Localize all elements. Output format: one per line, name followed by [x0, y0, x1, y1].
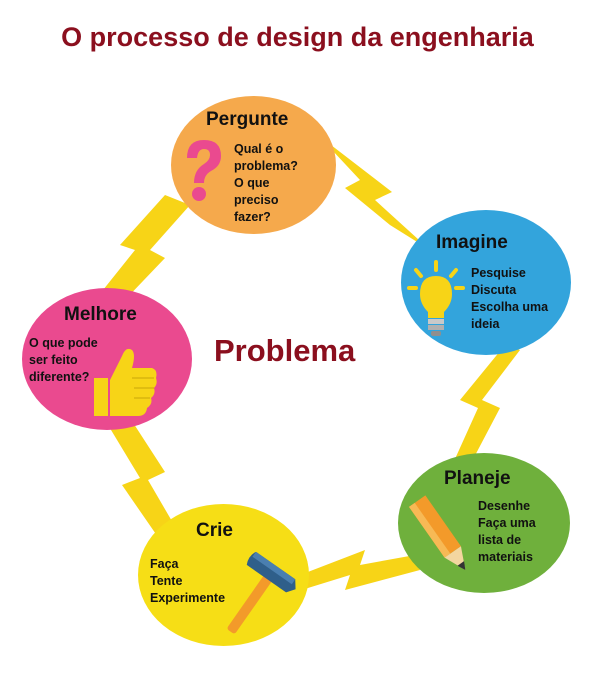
step-imagine-line: ideia [471, 317, 500, 331]
step-improve-line: ser feito [29, 353, 78, 367]
step-ask-line: O que [234, 176, 270, 190]
step-ask-heading: Pergunte [206, 109, 289, 130]
step-create-heading: Crie [196, 520, 233, 541]
step-plan-heading: Planeje [444, 468, 511, 489]
step-ask-line: fazer? [234, 210, 271, 224]
diagram-title: O processo de design da engenharia [61, 22, 534, 52]
step-ask-text: Qual é o problema? O que preciso fazer? [234, 141, 298, 226]
step-improve-line: O que pode [29, 336, 98, 350]
step-ask-line: problema? [234, 159, 298, 173]
bolt-plan-create [295, 550, 420, 592]
step-plan-line: Faça uma [478, 516, 536, 530]
step-ask: Pergunte Qual é o problema? O que precis… [171, 96, 336, 234]
step-ask-line: Qual é o [234, 142, 284, 156]
step-imagine: Imagine Pesquise Discuta Escolha uma ide… [401, 210, 571, 355]
step-imagine-heading: Imagine [436, 232, 508, 253]
step-plan-line: Desenhe [478, 499, 531, 513]
question-mark-icon [187, 140, 221, 201]
step-ask-line: preciso [234, 193, 279, 207]
step-plan: Planeje Desenhe Faça uma lista de materi… [398, 453, 570, 593]
step-improve: Melhore O que pode ser feito diferente? [22, 288, 192, 430]
pencil-icon [408, 495, 466, 570]
step-improve-text: O que pode ser feito diferente? [29, 335, 98, 386]
bolt-create-improve [105, 418, 180, 540]
bolt-ask-imagine [318, 135, 430, 250]
hammer-icon [227, 552, 296, 634]
step-create-text: Faça Tente Experimente [150, 556, 225, 607]
thumbs-up-icon [94, 348, 157, 416]
center-label: Problema [214, 333, 356, 368]
step-imagine-line: Pesquise [471, 266, 526, 280]
step-improve-heading: Melhore [64, 304, 137, 325]
step-improve-line: diferente? [29, 370, 90, 384]
step-imagine-line: Escolha uma [471, 300, 549, 314]
step-create-line: Faça [150, 557, 179, 571]
step-plan-line: lista de [478, 533, 522, 547]
step-create: Crie Faça Tente Experimente [138, 504, 309, 646]
step-create-line: Tente [150, 574, 183, 588]
step-plan-line: materiais [478, 550, 533, 564]
step-imagine-text: Pesquise Discuta Escolha uma ideia [471, 265, 548, 333]
light-bulb-icon [407, 260, 465, 336]
bolt-improve-ask [95, 195, 190, 305]
bolt-imagine-plan [450, 345, 520, 470]
step-create-line: Experimente [150, 591, 226, 605]
step-imagine-line: Discuta [471, 283, 517, 297]
step-plan-text: Desenhe Faça uma lista de materiais [478, 498, 536, 566]
